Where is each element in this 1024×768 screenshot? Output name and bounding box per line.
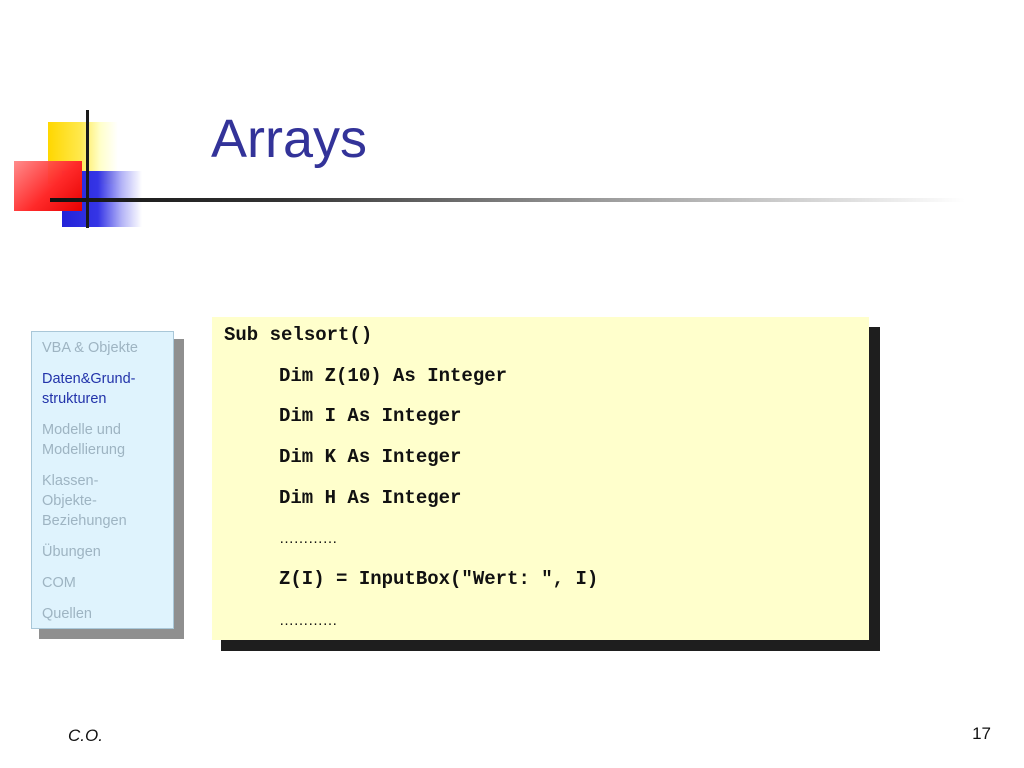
page-number: 17 [972,724,991,743]
title-rule [50,198,965,202]
code-line: Dim H As Integer [279,486,462,509]
code-line: Dim K As Integer [279,446,462,469]
logo-graphic [0,105,150,230]
code-line: Dim I As Integer [279,405,462,428]
code-ellipsis: ………… [279,611,338,629]
nav-item-label: Klassen-Objekte-Beziehungen [42,473,127,529]
nav-item-vba-objekte[interactable]: VBA & Objekte [42,340,138,356]
code-box: Sub selsort() Dim Z(10) As Integer Dim I… [212,317,869,640]
nav-item-quellen[interactable]: Quellen [42,606,92,622]
logo-vertical-line [86,110,89,228]
logo-red-square [14,161,82,211]
nav-item-uebungen[interactable]: Übungen [42,544,101,560]
sidebar-nav: VBA & Objekte Daten&Grund-strukturen Mod… [31,331,174,629]
nav-item-com[interactable]: COM [42,575,76,591]
code-line: Dim Z(10) As Integer [279,364,508,387]
code-line: Sub selsort() [224,324,373,346]
nav-item-klassen-objekte-beziehungen[interactable]: Klassen-Objekte-Beziehungen [42,471,167,531]
code-ellipsis: ………… [279,530,338,548]
nav-item-daten-grundstrukturen[interactable]: Daten&Grund-strukturen [42,369,167,409]
code-line: Z(I) = InputBox("Wert: ", I) [279,568,599,591]
slide-title: Arrays [211,109,368,169]
nav-item-label: Daten&Grund-strukturen [42,371,136,407]
footer-author: C.O. [68,726,103,745]
